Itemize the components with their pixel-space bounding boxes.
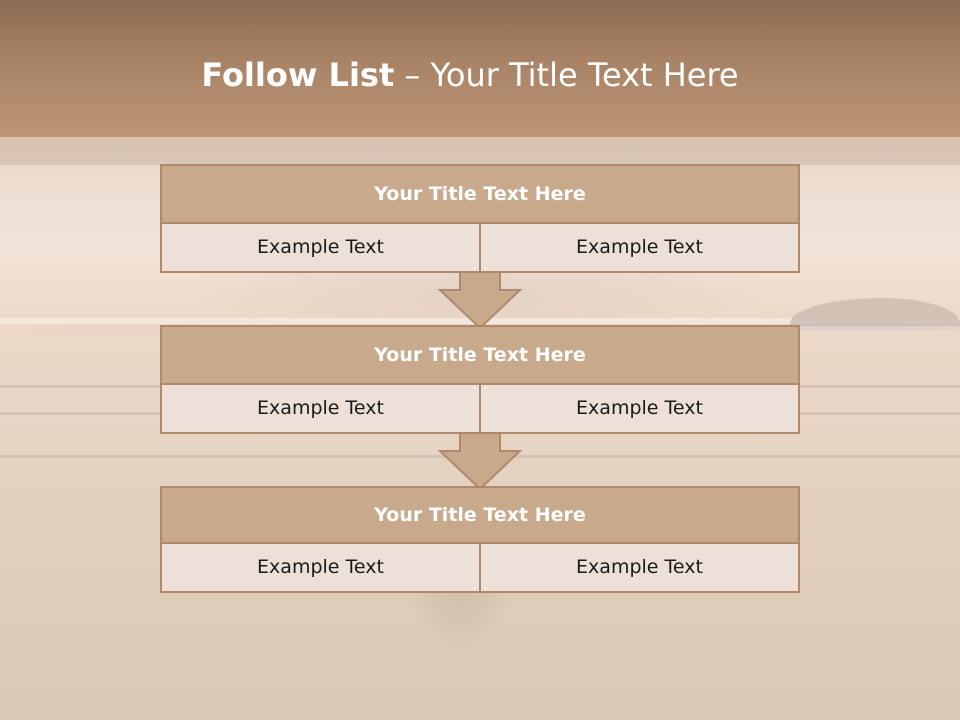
list-block: Your Title Text Here Example Text Exampl… <box>160 164 800 273</box>
list-block: Your Title Text Here Example Text Exampl… <box>160 486 800 593</box>
block-title: Your Title Text Here <box>162 166 798 224</box>
block-cell-left: Example Text <box>257 397 384 419</box>
down-arrow-icon <box>438 431 522 491</box>
slide-title: Follow List – Your Title Text Here <box>0 56 940 94</box>
block-cell-left: Example Text <box>257 236 384 258</box>
block-cell-left: Example Text <box>257 556 384 578</box>
block-row: Example Text Example Text <box>162 385 798 432</box>
block-cell-right: Example Text <box>479 385 798 432</box>
block-row: Example Text Example Text <box>162 224 798 271</box>
title-bar-shadow <box>0 137 960 165</box>
block-row: Example Text Example Text <box>162 544 798 591</box>
slide-title-bold: Follow List <box>201 56 395 94</box>
block-title: Your Title Text Here <box>162 488 798 544</box>
block-title: Your Title Text Here <box>162 327 798 385</box>
down-arrow-icon <box>438 270 522 330</box>
block-cell-right: Example Text <box>479 224 798 271</box>
block-cell-right: Example Text <box>479 544 798 591</box>
title-bar <box>0 0 960 137</box>
list-block: Your Title Text Here Example Text Exampl… <box>160 325 800 434</box>
slide-title-rest: – Your Title Text Here <box>394 56 739 94</box>
